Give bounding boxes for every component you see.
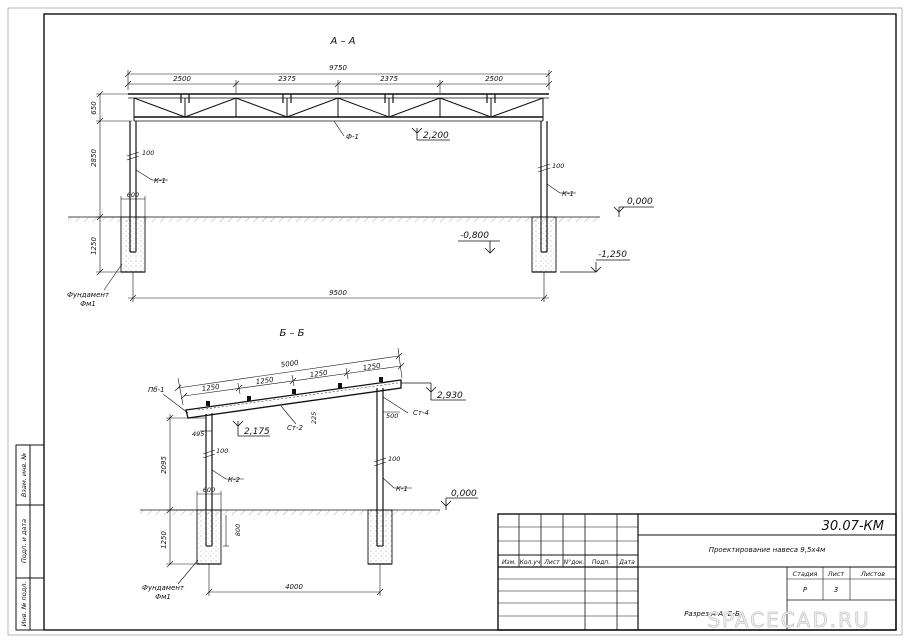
aa-foundation-label-1: Фундамент bbox=[67, 291, 110, 299]
aa-elev-ground: 0,000 bbox=[627, 197, 653, 207]
bb-column-height: 2095 bbox=[160, 456, 168, 474]
bb-foundation-label-1: Фундамент bbox=[142, 584, 185, 592]
aa-truss-label: Ф-1 bbox=[346, 133, 359, 141]
aa-foundation-width: 600 bbox=[127, 191, 139, 199]
bb-purlin-1 bbox=[206, 401, 210, 406]
bb-purlin-dim-4: 1250 bbox=[362, 362, 381, 372]
bb-purlin-3 bbox=[292, 389, 296, 394]
aa-bay-dim-1: 2500 bbox=[173, 75, 191, 83]
bb-purlin-2 bbox=[247, 396, 251, 401]
tb-header-list: Лист bbox=[543, 559, 560, 566]
aa-elev-bottom: -1,250 bbox=[598, 250, 627, 260]
bb-rafter bbox=[185, 379, 402, 419]
bb-foundations bbox=[196, 509, 393, 565]
strip-label-left: Инв. № подл. bbox=[20, 582, 28, 627]
bb-elev-top: 2,930 bbox=[437, 391, 463, 401]
title-block bbox=[497, 513, 897, 631]
section-aa: А – А 9750 2500 2375 2375 2500 bbox=[67, 36, 654, 308]
aa-ground bbox=[68, 216, 600, 222]
tb-code: 30.07-КМ bbox=[822, 519, 884, 534]
bb-elev-ground: 0,000 bbox=[451, 489, 477, 499]
tb-sheets-header: Листов bbox=[860, 570, 885, 578]
tb-stage: Р bbox=[803, 586, 808, 594]
aa-elev-truss-bottom: 2,200 bbox=[423, 131, 449, 141]
strip-label-right: Взам. инв. № bbox=[20, 453, 28, 497]
outer-frame bbox=[7, 7, 903, 636]
tb-drawing-name: Разрез А-А, Б-Б bbox=[684, 610, 740, 618]
aa-foundation-depth: 1250 bbox=[90, 237, 98, 255]
aa-column-spacing: 9500 bbox=[329, 289, 347, 297]
aa-column-size-left: 100 bbox=[142, 149, 154, 157]
tb-header-ndok: N°док. bbox=[564, 559, 585, 566]
watermark: SPACECAD.RU bbox=[707, 608, 870, 632]
aa-column-label-right: К-1 bbox=[562, 190, 574, 198]
bb-right-post-label: Ст-4 bbox=[413, 409, 429, 417]
bb-purlin-dim-2: 1250 bbox=[255, 376, 274, 386]
bb-column-label-right: К-1 bbox=[396, 485, 408, 493]
bb-beam-label: Пб-1 bbox=[148, 386, 165, 394]
section-bb-title: Б – Б bbox=[279, 328, 304, 339]
tb-header-podp: Подп. bbox=[592, 559, 610, 566]
bb-purlin-5 bbox=[379, 377, 383, 382]
left-stamp-strip bbox=[15, 444, 45, 631]
aa-column-height: 2850 bbox=[90, 149, 98, 167]
aa-bay-dim-3: 2375 bbox=[380, 75, 398, 83]
aa-foundations bbox=[120, 216, 557, 273]
section-aa-title: А – А bbox=[329, 36, 355, 47]
drawing-frame bbox=[43, 13, 897, 631]
tb-header-data: Дата bbox=[618, 559, 635, 566]
bb-foundation-depth: 1250 bbox=[160, 531, 168, 549]
bb-elev-low: 2,175 bbox=[244, 427, 270, 437]
aa-column-size-right: 100 bbox=[552, 162, 564, 170]
tb-header-kolich: Кол.уч bbox=[520, 559, 541, 566]
bb-post-top-offset: 500 bbox=[386, 412, 398, 420]
strip-label-middle: Подп. и дата bbox=[20, 519, 28, 563]
aa-overall-span: 9750 bbox=[329, 64, 347, 72]
bb-column-size-left: 100 bbox=[216, 447, 228, 455]
bb-purlin-dim-1: 1250 bbox=[201, 383, 220, 393]
tb-stage-header: Стадия bbox=[793, 570, 818, 578]
bb-foundation-width: 600 bbox=[203, 486, 215, 494]
bb-overall-span: 5000 bbox=[280, 359, 299, 369]
section-bb: Б – Б 5000 1250 1250 1250 1250 bbox=[140, 328, 478, 601]
bb-ground bbox=[140, 509, 440, 515]
aa-elev-mid: -0,800 bbox=[460, 231, 489, 241]
bb-column-spacing: 4000 bbox=[285, 583, 303, 591]
aa-bay-dim-4: 2500 bbox=[485, 75, 503, 83]
bb-left-offset: 495 bbox=[192, 430, 204, 438]
tb-project: Проектирование навеса 9,5х4м bbox=[709, 546, 826, 554]
bb-column-size-right: 100 bbox=[388, 455, 400, 463]
bb-column-label-left: К-2 bbox=[228, 476, 240, 484]
tb-sheet-header: Лист bbox=[827, 570, 845, 578]
bb-foundation-embed: 800 bbox=[234, 524, 242, 536]
aa-truss bbox=[128, 93, 549, 122]
tb-sheet-no: 3 bbox=[834, 586, 838, 594]
tb-header-izm: Изм. bbox=[502, 559, 516, 566]
bb-rafter-label: Ст-2 bbox=[287, 424, 303, 432]
bb-rafter-depth: 225 bbox=[310, 412, 318, 424]
aa-bay-dim-2: 2375 bbox=[278, 75, 296, 83]
aa-truss-height: 650 bbox=[90, 101, 98, 115]
bb-foundation-label-2: Фм1 bbox=[155, 593, 171, 601]
bb-purlin-4 bbox=[338, 383, 342, 388]
bb-purlin-dim-3: 1250 bbox=[309, 369, 328, 379]
aa-foundation-label-2: Фм1 bbox=[80, 300, 96, 308]
aa-column-label-left: К-1 bbox=[154, 177, 166, 185]
